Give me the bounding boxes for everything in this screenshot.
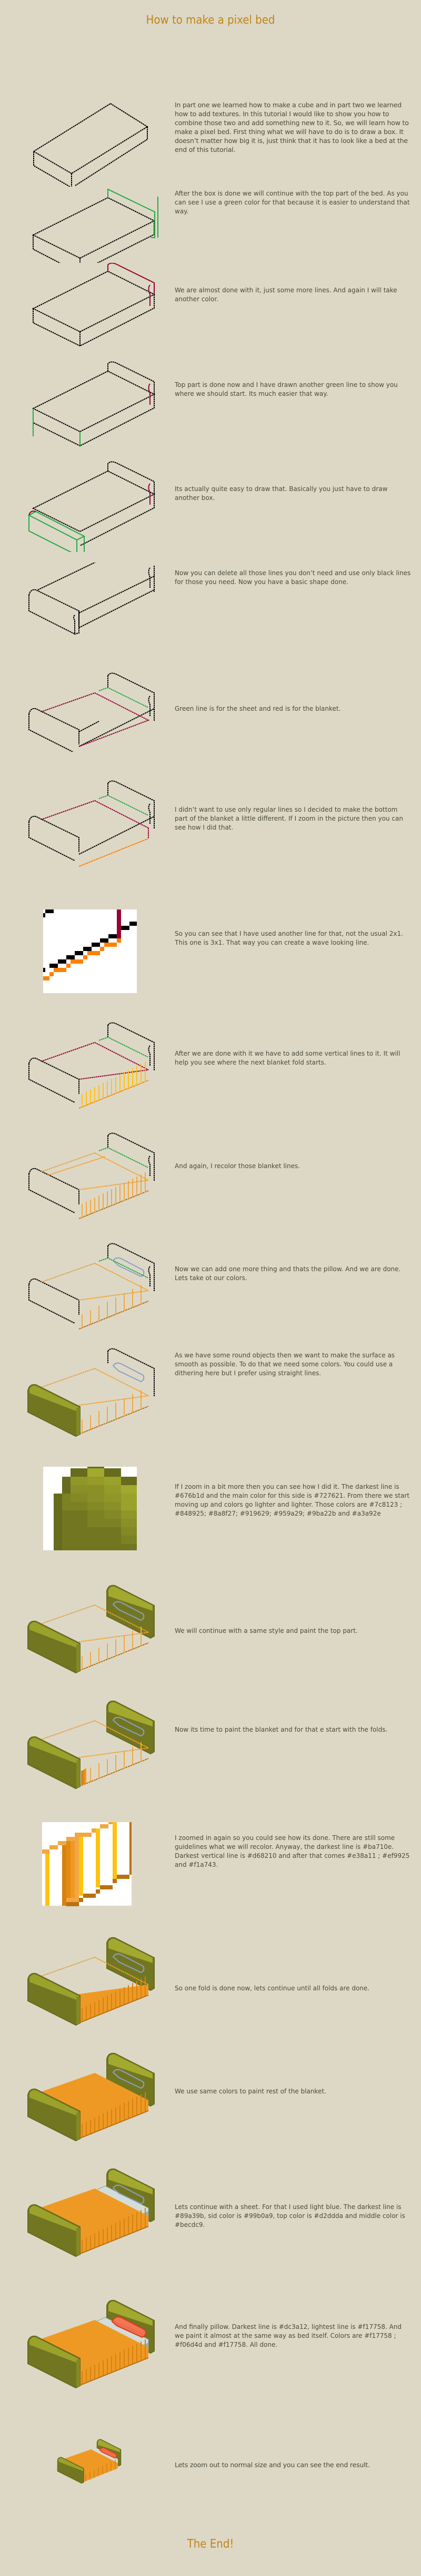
step-15-text: We will continue with a same style and p… — [175, 1627, 358, 1634]
step-3-text: We are almost done with it, just some mo… — [175, 287, 397, 303]
pillow-added-image — [26, 1235, 168, 1335]
blanket-recolored-image — [26, 1125, 168, 1225]
step-19-text: We use same colors to paint rest of the … — [175, 2088, 326, 2095]
page-title: How to make a pixel bed — [146, 14, 275, 27]
step-9-text: So you can see that I have used another … — [175, 930, 403, 946]
blanket-painted-image — [26, 2045, 168, 2145]
sheet-blanket-lines-image — [26, 657, 168, 752]
step-17-text: I zoomed in again so you could see how i… — [175, 1834, 410, 1868]
step-12-text: Now we can add one more thing and thats … — [175, 1265, 401, 1282]
sheet-painted-image — [26, 2161, 168, 2261]
step-18-text: So one fold is done now, lets continue u… — [175, 1985, 370, 1992]
final-bed-image — [57, 2434, 199, 2487]
blanket-vertical-lines-image — [26, 1015, 168, 1115]
pillow-painted-image — [26, 2292, 168, 2392]
footboard-painted-image — [26, 1341, 168, 1440]
step-16-text: Now its time to paint the blanket and fo… — [175, 1726, 388, 1733]
step-2-text: After the box is done we will continue w… — [175, 190, 410, 215]
headboard-green-start-image — [26, 357, 168, 447]
blanket-bottom-wave-image — [26, 773, 168, 873]
footboard-box-image — [26, 457, 168, 552]
blanket-folds-start-image — [26, 1693, 168, 1793]
step-4-text: Top part is done now and I have drawn an… — [175, 381, 398, 397]
folds-painted-image — [26, 1929, 168, 2029]
box-green-guides-image — [26, 173, 168, 263]
step-21-text: And finally pillow. Darkest line is #dc3… — [175, 2323, 402, 2348]
box-red-headboard-image — [26, 263, 168, 352]
bed-basic-shape-image — [26, 563, 168, 657]
step-8-text: I didn’t want to use only regular lines … — [175, 806, 403, 831]
step-1-text: In part one we learned how to make a cub… — [175, 101, 409, 154]
step-11-text: And again, I recolor those blanket lines… — [175, 1162, 300, 1170]
end-title: The End! — [187, 2538, 234, 2551]
zoomed-green-gradient-image — [26, 1467, 168, 1556]
box-outline-image — [26, 97, 168, 187]
step-6-text: Now you can delete all those lines you d… — [175, 569, 411, 586]
step-20-text: Lets continue with a sheet. For that I u… — [175, 2203, 405, 2229]
step-5-text: Its actually quite easy to draw that. Ba… — [175, 485, 388, 502]
zoomed-fold-colors-image — [26, 1822, 168, 1911]
step-14-text: If I zoom in a bit more then you can see… — [175, 1483, 410, 1517]
step-22-text: Lets zoom out to normal size and you can… — [175, 2461, 370, 2469]
zoomed-wave-line-image — [26, 909, 168, 999]
step-7-text: Green line is for the sheet and red is f… — [175, 705, 341, 712]
step-13-text: As we have some round objects then we wa… — [175, 1352, 395, 1377]
headboard-painted-image — [26, 1577, 168, 1677]
step-10-text: After we are done with it we have to add… — [175, 1050, 400, 1066]
